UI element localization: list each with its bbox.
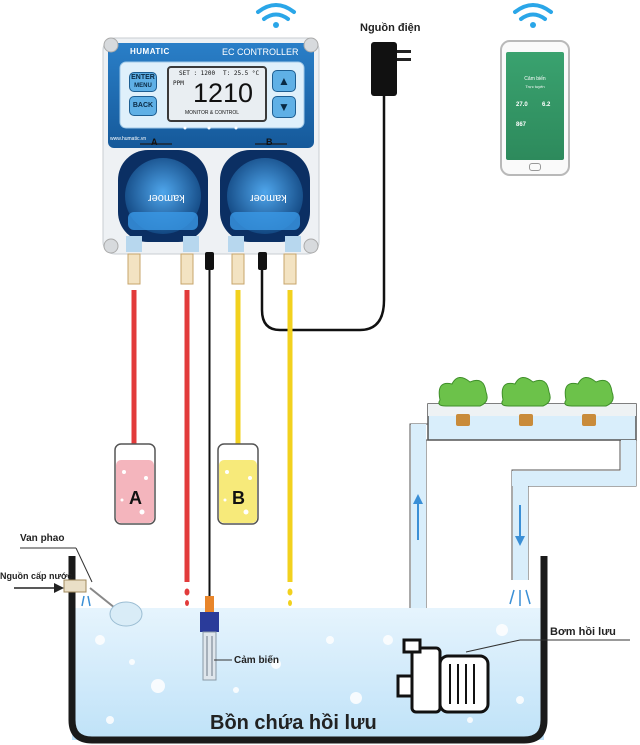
sensor-label: Cảm biến — [234, 655, 280, 666]
phone-screen: Cảm biến Trực tuyến 27.0 6.2 867 — [506, 52, 564, 160]
pump-a-brand: kamoer — [148, 192, 185, 204]
controller-title: EC CONTROLLER — [222, 47, 299, 57]
water-supply-arrow — [14, 583, 64, 593]
pump-b — [220, 150, 310, 252]
phone-value-3: 867 — [516, 122, 527, 128]
phone-screen-subtitle: Trực tuyến — [525, 84, 545, 89]
up-button[interactable]: ▲ — [272, 70, 296, 92]
power-label: Nguồn điện — [360, 22, 421, 34]
down-button[interactable]: ▼ — [272, 96, 296, 118]
float-valve — [63, 579, 143, 627]
unit-label: PPM — [173, 80, 184, 87]
lcd-display: SET : 1200 T: 25.5 °C PPM 1210 MONITOR &… — [167, 66, 267, 122]
return-pump-label: Bơm hồi lưu — [550, 626, 616, 638]
home-button — [529, 163, 541, 171]
temperature: T: 25.5 °C — [223, 70, 260, 77]
controller-brand: HUMATIC — [130, 47, 170, 56]
tank-label: Bồn chứa hồi lưu — [210, 712, 377, 734]
tube-fittings — [127, 253, 297, 285]
controller-website: www.humatic.vn — [110, 136, 147, 142]
net-pots — [456, 414, 596, 426]
phone-value-2: 6.2 — [542, 102, 551, 108]
back-button[interactable]: BACK — [129, 96, 157, 116]
smartphone: Cảm biến Trực tuyến 27.0 6.2 867 — [500, 40, 570, 176]
beaker-b — [217, 443, 259, 525]
power-adapter — [260, 42, 411, 332]
return-pump — [396, 638, 521, 714]
menu-label: MENU — [134, 83, 152, 89]
float-valve-label: Van phao — [20, 533, 65, 544]
phone-value-1: 27.0 — [516, 102, 528, 108]
back-label: BACK — [132, 102, 154, 109]
enter-label: ENTER — [131, 74, 155, 81]
ec-sensor — [200, 596, 219, 681]
pump-a — [118, 150, 208, 252]
pump-b-brand: kamoer — [250, 192, 287, 204]
return-pipe — [509, 439, 637, 606]
lettuce-plants — [438, 377, 614, 407]
wifi-icon — [256, 3, 296, 28]
chevron-down-icon: ▼ — [278, 100, 290, 114]
callout-lines — [20, 547, 630, 661]
channel-a-label: A — [151, 137, 158, 147]
enter-menu-button[interactable]: ENTER MENU — [129, 72, 157, 92]
chevron-up-icon: ▲ — [278, 74, 290, 88]
channel-b-label: B — [266, 137, 273, 147]
supply-pipe — [409, 423, 428, 640]
sensor-cable — [205, 252, 267, 600]
phone-screen-title: Cảm biến — [524, 76, 546, 82]
beaker-b-label: B — [232, 488, 245, 508]
mode-label: MONITOR & CONTROL — [185, 110, 240, 116]
set-value: SET : 1200 — [179, 70, 216, 77]
wifi-icon — [513, 3, 553, 28]
water-supply-label: Nguồn cấp nước — [0, 571, 73, 581]
beaker-a-label: A — [129, 488, 142, 508]
reading-value: 1210 — [193, 78, 254, 108]
beaker-a — [114, 443, 156, 525]
